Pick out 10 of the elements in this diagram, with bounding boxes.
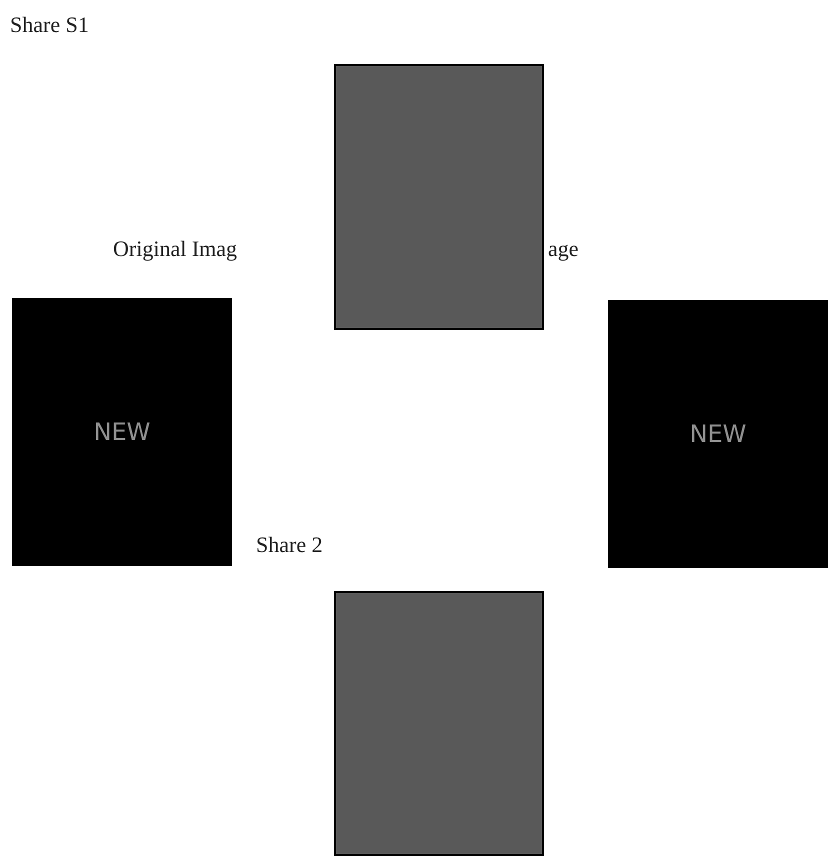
image-panel — [608, 300, 828, 568]
panel-text: NEW — [94, 418, 150, 446]
caption-label: age — [548, 238, 579, 260]
caption-label: Share 2 — [256, 534, 323, 556]
shaded-rectangle — [334, 64, 544, 330]
image-panel — [12, 298, 232, 566]
shaded-rectangle — [334, 591, 544, 856]
panel-text: NEW — [690, 420, 746, 448]
caption-label: Original Imag — [113, 238, 238, 260]
caption-label: Share S1 — [10, 14, 89, 36]
